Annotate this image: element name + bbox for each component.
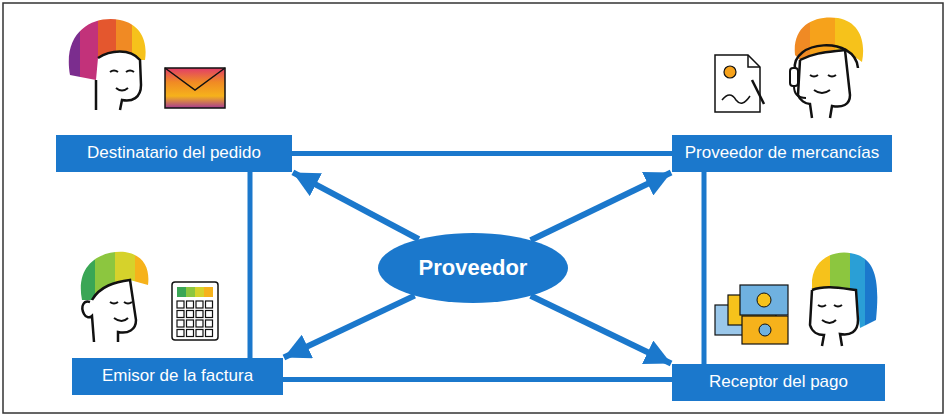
node-label: Destinatario del pedido <box>87 143 261 163</box>
recipient-box: Destinatario del pedido <box>56 135 292 172</box>
calculator-key <box>177 311 184 318</box>
calculator-key <box>206 311 213 318</box>
envelope-icon <box>165 68 225 108</box>
connector-arrow <box>284 296 415 358</box>
connector-arrow <box>531 172 671 240</box>
connector-line <box>292 151 672 156</box>
banknotes-icon <box>715 285 788 344</box>
calculator-key <box>187 320 194 327</box>
calculator-key <box>196 330 203 337</box>
calculator-key <box>177 320 184 327</box>
calculator-key <box>196 311 203 318</box>
connector-arrow <box>531 296 671 364</box>
node-label: Receptor del pago <box>709 372 848 392</box>
node-label: Proveedor de mercancías <box>685 143 880 163</box>
calculator-key <box>196 320 203 327</box>
invoicing-box: Emisor de la factura <box>72 358 283 395</box>
calculator-key <box>177 301 184 308</box>
connector-line <box>248 172 253 358</box>
calculator-key <box>206 301 213 308</box>
calculator-key <box>187 311 194 318</box>
frame <box>3 3 943 413</box>
person-icon <box>805 245 880 346</box>
calculator-key <box>206 330 213 337</box>
calculator-icon <box>172 282 218 340</box>
person-icon <box>60 10 152 110</box>
calculator-key <box>187 301 194 308</box>
person-icon <box>785 10 865 118</box>
calculator-key <box>187 330 194 337</box>
connector-line <box>702 172 707 364</box>
node-label: Emisor de la factura <box>102 366 253 386</box>
connector-arrow <box>293 172 419 239</box>
supplier-box: Proveedor de mercancías <box>672 135 892 172</box>
calculator-key <box>206 320 213 327</box>
payee-box: Receptor del pago <box>672 364 885 401</box>
calculator-key <box>196 301 203 308</box>
connector-line <box>283 377 672 382</box>
vendor-ellipse: Proveedor <box>378 233 568 303</box>
person-icon <box>70 245 155 342</box>
node-label: Proveedor <box>419 255 528 281</box>
calculator-key <box>177 330 184 337</box>
document-icon <box>715 55 764 112</box>
